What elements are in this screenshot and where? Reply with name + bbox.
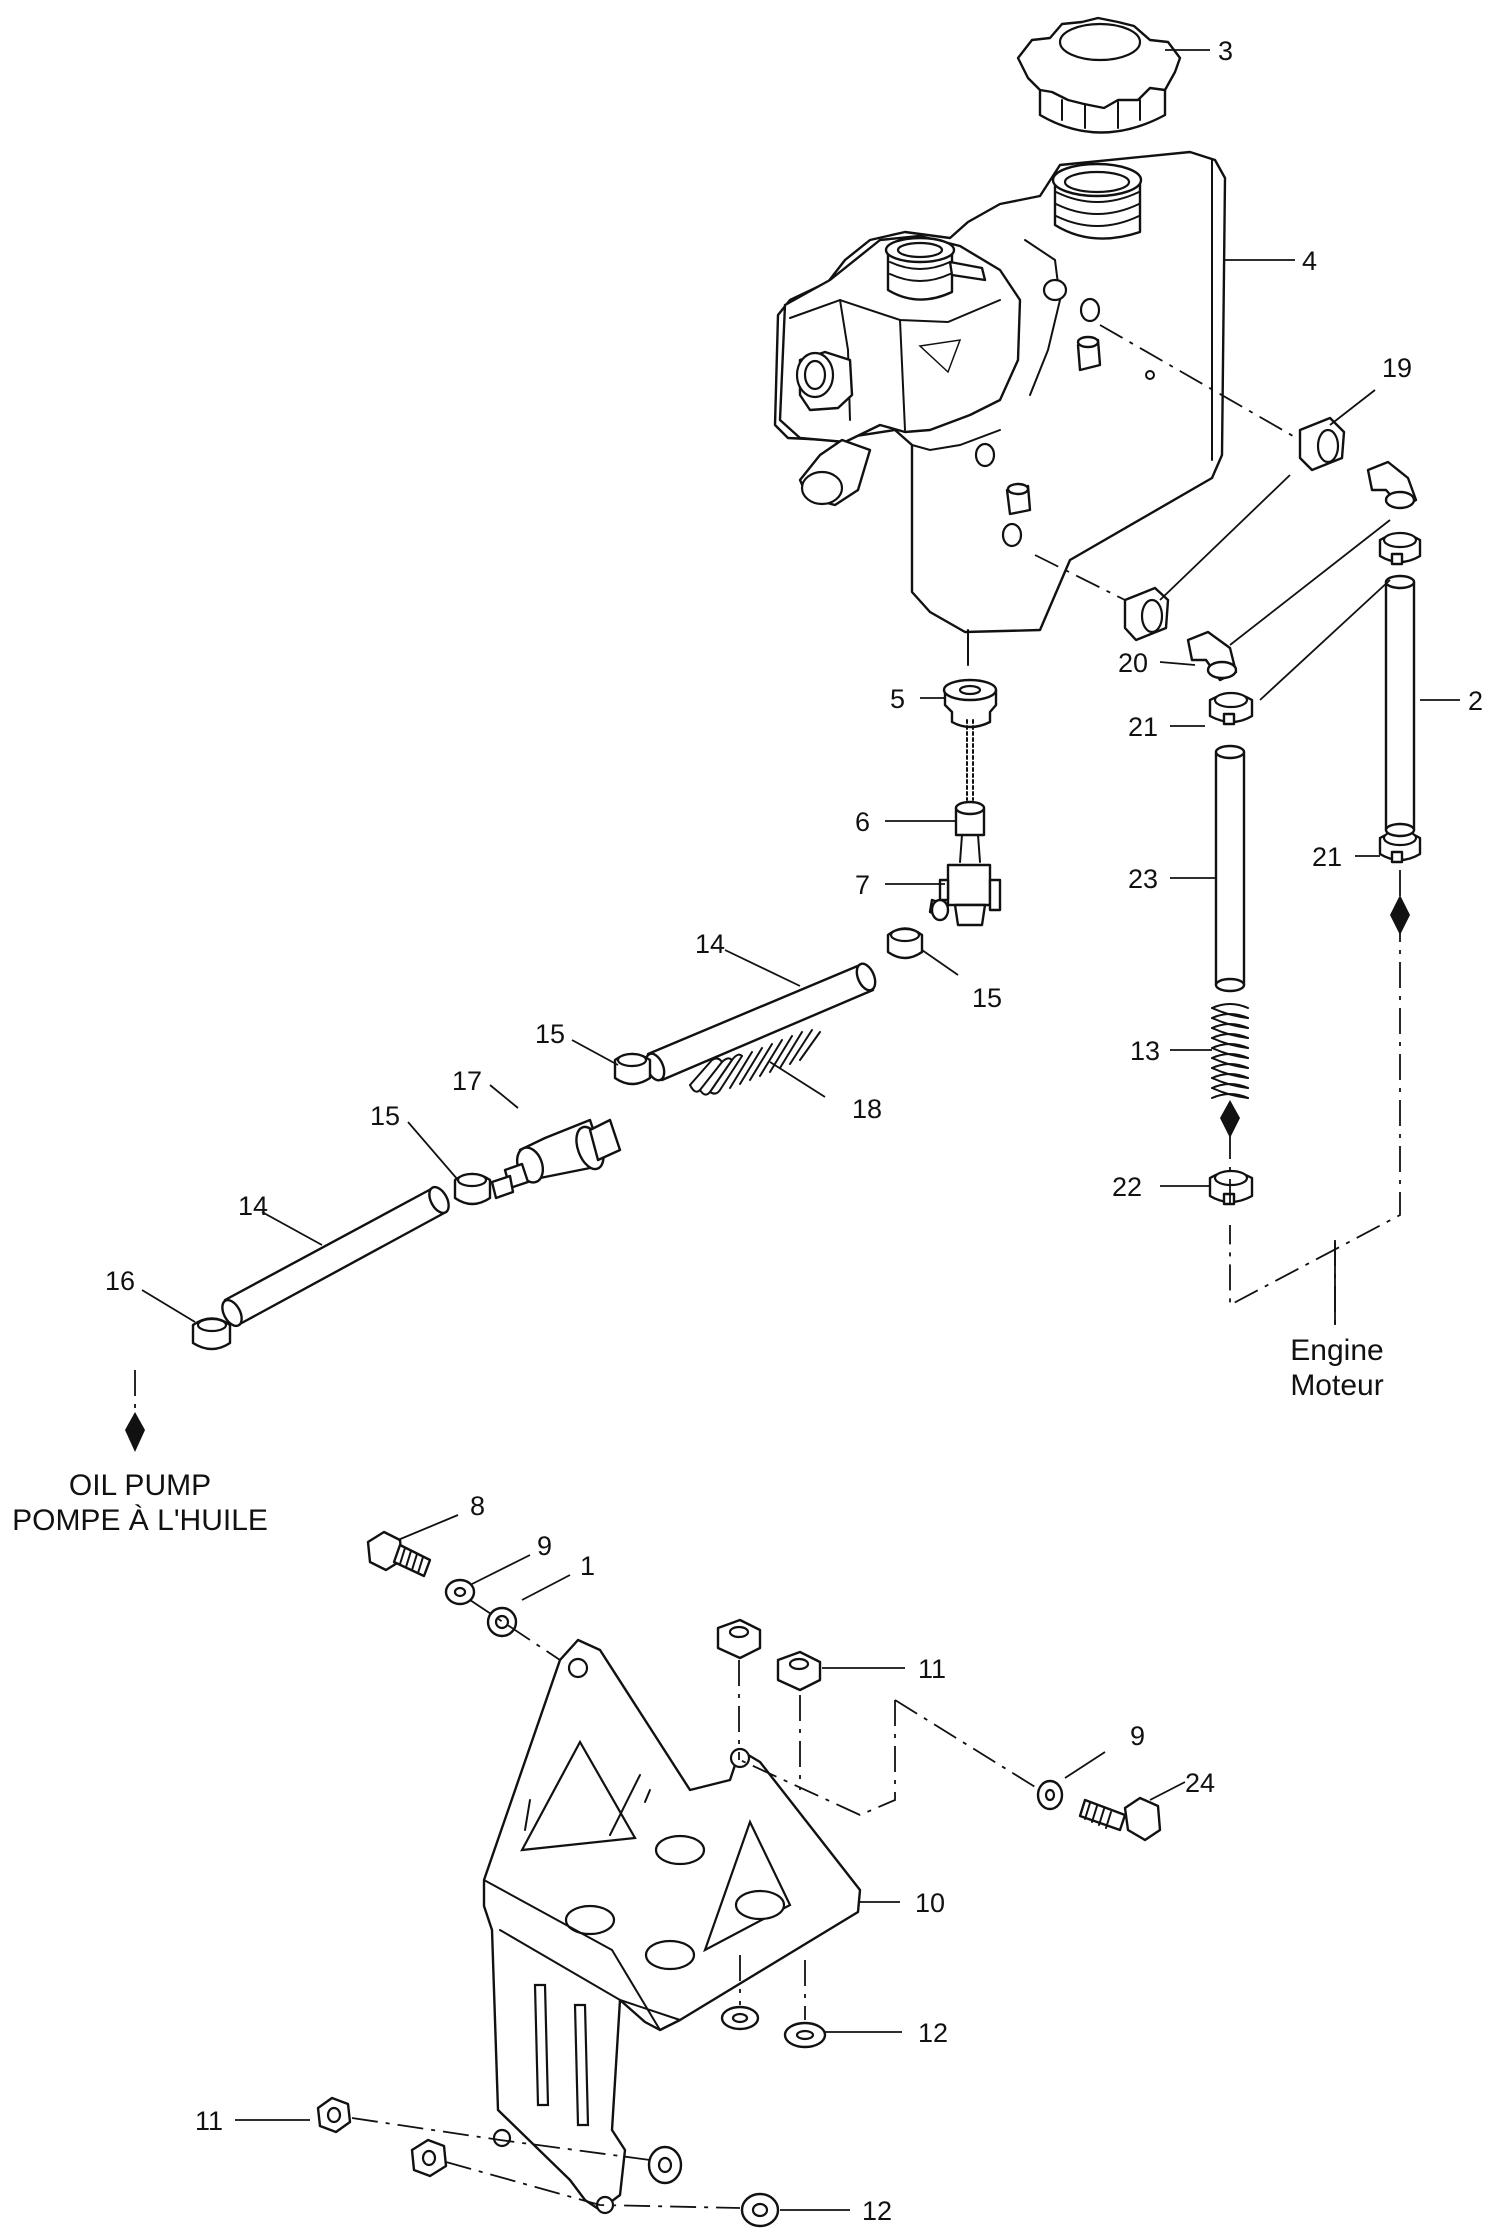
- callout-14-upper: 14: [695, 929, 725, 959]
- engine-note: Engine Moteur: [1290, 1334, 1383, 1402]
- callout-16: 16: [105, 1266, 135, 1296]
- callout-4: 4: [1302, 246, 1317, 276]
- callout-10: 10: [915, 1888, 945, 1918]
- hose-2: [1384, 574, 1416, 838]
- oil-pump-label-fr: POMPE À L'HUILE: [12, 1504, 268, 1537]
- oil-pump-note: OIL PUMP POMPE À L'HUILE: [12, 1469, 268, 1537]
- callout-12-top: 12: [918, 2018, 948, 2048]
- callout-20: 20: [1118, 648, 1148, 678]
- grommet-lower: [1123, 586, 1170, 642]
- callout-23: 23: [1128, 864, 1158, 894]
- callout-1: 1: [580, 1551, 595, 1581]
- fitting-7: [928, 863, 1002, 927]
- oil-tank: [773, 150, 1227, 666]
- callout-2: 2: [1468, 686, 1483, 716]
- spring-18: [689, 1029, 821, 1096]
- callout-15-middle: 15: [535, 1019, 565, 1049]
- nut-11-top-right: [776, 1650, 822, 1692]
- nut-11-top-left: [716, 1618, 762, 1660]
- callout-21-left: 21: [1128, 712, 1158, 742]
- spring-13: [1211, 1003, 1249, 1099]
- elbow-fitting-upper: [1366, 460, 1418, 510]
- callout-12-bottom: 12: [862, 2196, 892, 2226]
- callout-15-lower: 15: [370, 1101, 400, 1131]
- callout-11-bottom: 11: [195, 2106, 223, 2136]
- clamp-16: [191, 1317, 232, 1351]
- bracket-10: [482, 1638, 862, 2215]
- elbow-fitting-20: [1186, 630, 1238, 682]
- washer-12-bottom-right: [740, 2192, 780, 2228]
- callout-labels: 3 4 19 2 5 20 21 21 6 7 23 14 15 15 17 1…: [105, 36, 1483, 2226]
- callout-15-top: 15: [972, 983, 1002, 1013]
- bolt-24: [1078, 1796, 1162, 1842]
- washer-12-top-left: [720, 2005, 760, 2031]
- callout-6: 6: [855, 807, 870, 837]
- clamp-21-left: [1208, 691, 1254, 726]
- engine-label-en: Engine: [1290, 1334, 1383, 1367]
- flow-arrow-down-oil-pump: [125, 1412, 145, 1452]
- clamp-22: [1208, 1169, 1254, 1206]
- nut-11-bottom-right: [410, 2138, 448, 2178]
- pickup-6: [954, 719, 986, 863]
- clamp-15-lower: [453, 1172, 492, 1206]
- grommet-5: [942, 678, 998, 729]
- clamp-21-right-upper: [1378, 531, 1422, 566]
- callout-3: 3: [1218, 36, 1233, 66]
- leader-lines: [141, 49, 1460, 2211]
- filter-17: [490, 1118, 622, 1200]
- washer-9-right: [1036, 1779, 1064, 1811]
- callout-13: 13: [1130, 1036, 1160, 1066]
- washer-9-left: [444, 1578, 476, 1606]
- washer-1: [486, 1606, 518, 1638]
- assembly-lines: [134, 324, 1401, 2209]
- callout-14-lower: 14: [238, 1191, 268, 1221]
- callout-21-right: 21: [1312, 842, 1342, 872]
- callout-18: 18: [852, 1094, 882, 1124]
- hose-14-lower: [221, 1185, 450, 1328]
- washer-12-top-right: [783, 2021, 827, 2049]
- callout-17: 17: [452, 1066, 482, 1096]
- flow-arrow-down-center: [1220, 1100, 1240, 1138]
- clamp-15-top: [886, 927, 924, 960]
- callout-9-right: 9: [1130, 1721, 1145, 1751]
- grommet-upper: [1298, 416, 1346, 472]
- callout-7: 7: [855, 870, 870, 900]
- washer-12-bottom-left: [647, 2145, 683, 2185]
- bolt-8: [366, 1530, 432, 1578]
- callout-8: 8: [470, 1491, 485, 1521]
- callout-22: 22: [1112, 1172, 1142, 1202]
- nut-11-bottom-left: [316, 2096, 352, 2134]
- hose-23: [1214, 744, 1246, 993]
- filler-cap: [1016, 16, 1182, 134]
- callout-19: 19: [1382, 353, 1412, 383]
- engine-label-fr: Moteur: [1290, 1369, 1383, 1402]
- clamp-15-middle: [613, 1052, 652, 1086]
- oil-pump-label-en: OIL PUMP: [69, 1469, 211, 1502]
- callout-9-left: 9: [537, 1531, 552, 1561]
- callout-5: 5: [890, 684, 905, 714]
- flow-arrow-right-up: [1390, 895, 1410, 935]
- callout-11-top: 11: [918, 1654, 946, 1684]
- callout-24: 24: [1185, 1768, 1215, 1798]
